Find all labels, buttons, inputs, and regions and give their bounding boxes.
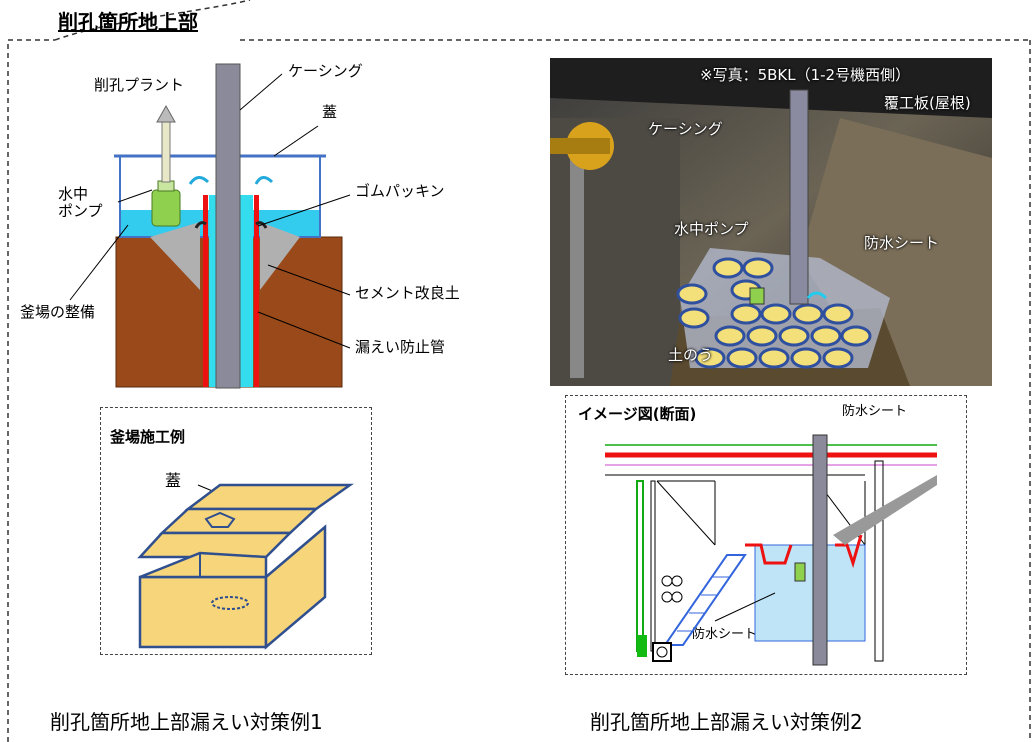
label-leak-pipe: 漏えい防止管 <box>355 338 446 356</box>
label-plant: 削孔プラント <box>94 76 185 94</box>
cross-section-diagram <box>69 63 351 389</box>
photo-label-roof: 覆工板(屋根) <box>884 94 971 112</box>
label-pump: 水中 ポンプ <box>58 185 103 221</box>
cement-soil <box>150 222 200 290</box>
photo-pump <box>749 287 765 305</box>
pump-opening <box>211 596 249 610</box>
label-pit: 釜場の整備 <box>20 303 96 321</box>
section-drawing <box>605 434 937 666</box>
photo-casing <box>789 89 809 305</box>
left-inset-frame <box>100 407 372 655</box>
leak-pipe-left <box>203 195 208 387</box>
inset-lid-label: 蓋 <box>165 471 182 490</box>
flow-arrow-right <box>254 176 274 185</box>
photo-label-sandbag: 土のう <box>668 346 714 364</box>
label-lid: 蓋 <box>322 103 338 121</box>
photo-label-casing: ケーシング <box>648 120 723 138</box>
flow-arrow-left <box>188 176 210 185</box>
caption-left: 削孔箇所地上部漏えい対策例1 <box>50 710 323 734</box>
right-inset-sheet-bottom: 防水シート <box>692 627 758 642</box>
label-rubber: ゴムパッキン <box>355 182 445 200</box>
right-inset-title: イメージ図(断面) <box>578 405 697 423</box>
rubber-left <box>194 221 207 229</box>
pit-box-illustration <box>137 483 354 650</box>
discharge-pipe <box>161 119 171 183</box>
pump-body <box>151 189 181 227</box>
photo-label-sheet: 防水シート <box>864 234 940 252</box>
lid-hatch <box>204 511 236 528</box>
right-inset-frame <box>565 395 967 675</box>
casing <box>215 63 241 389</box>
page-title: 削孔箇所地上部 <box>58 10 198 34</box>
discharge-arrow <box>156 104 176 123</box>
left-inset-title: 釜場施工例 <box>110 428 186 446</box>
right-inset-sheet-top: 防水シート <box>842 404 908 419</box>
label-casing: ケーシング <box>288 62 363 80</box>
cement-soil-r <box>260 222 300 290</box>
photo-sandbags <box>676 257 872 369</box>
leak-pipe-right <box>254 195 259 387</box>
site-photo: ※写真：5BKL（1-2号機西側） 覆工板(屋根) ケーシング 水中ポンプ 防水… <box>550 58 992 386</box>
photo-label-pump: 水中ポンプ <box>674 220 749 238</box>
photo-caption-top: ※写真：5BKL（1-2号機西側） <box>700 66 911 84</box>
rubber-right <box>255 221 268 229</box>
label-cement: セメント改良土 <box>355 284 460 302</box>
caption-right: 削孔箇所地上部漏えい対策例2 <box>590 710 863 734</box>
